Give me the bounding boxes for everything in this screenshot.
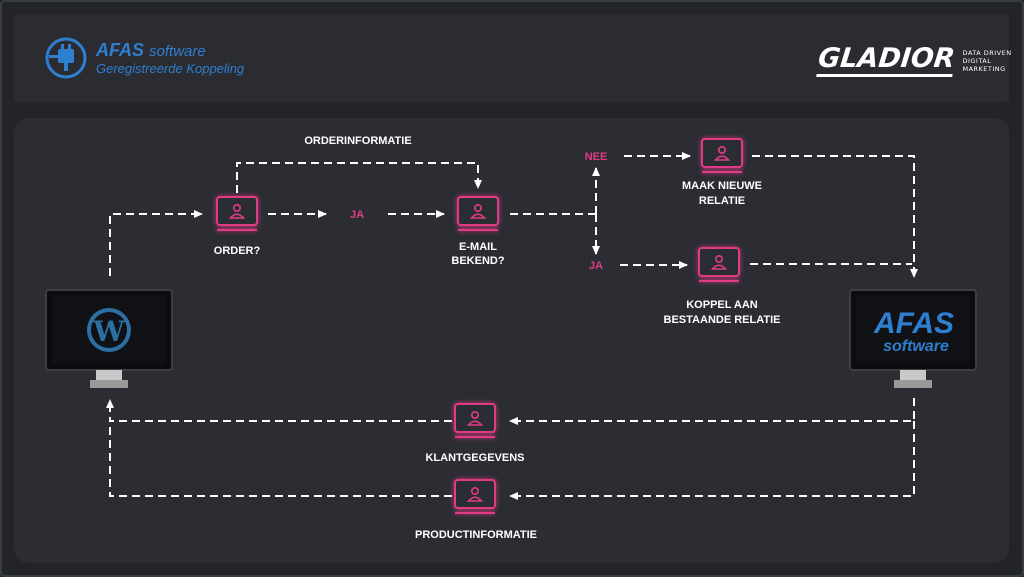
arrow-klant-to-wp bbox=[106, 399, 452, 422]
arrow-product-to-wp bbox=[109, 421, 452, 497]
email-node-icon bbox=[457, 196, 499, 231]
svg-text:W: W bbox=[92, 315, 125, 348]
arrow-afas-to-product bbox=[509, 421, 915, 500]
diagram-panel bbox=[14, 118, 1009, 563]
afas-brand: AFAS software bbox=[96, 40, 206, 60]
label-orderinformatie: ORDERINFORMATIE bbox=[304, 135, 411, 147]
arrow-maak-to-afas bbox=[752, 155, 918, 278]
arrow-afas-to-klant bbox=[509, 398, 915, 425]
afas-monitor: AFAS software bbox=[849, 289, 977, 388]
header-bar bbox=[14, 14, 1009, 102]
label-email-2: BEKEND? bbox=[451, 255, 504, 267]
label-email-1: E-MAIL bbox=[459, 241, 497, 253]
label-maak-1: MAAK NIEUWE bbox=[682, 180, 762, 192]
arrow-wp-to-order bbox=[109, 210, 203, 276]
label-maak-2: RELATIE bbox=[699, 195, 745, 207]
label-koppel-1: KOPPEL AAN bbox=[686, 299, 758, 311]
afas-subtitle: Geregistreerde Koppeling bbox=[96, 61, 245, 76]
label-productinformatie: PRODUCTINFORMATIE bbox=[415, 529, 537, 541]
afas-screen-brand: AFAS bbox=[873, 307, 954, 340]
label-order: ORDER? bbox=[214, 245, 261, 257]
wordpress-monitor: W bbox=[45, 289, 173, 388]
label-ja-2: JA bbox=[589, 260, 603, 272]
afas-logo: AFAS software Geregistreerde Koppeling bbox=[44, 36, 244, 80]
klantgegevens-node-icon bbox=[454, 403, 496, 438]
order-node-icon bbox=[216, 196, 258, 231]
arrow-orderinfo bbox=[236, 162, 482, 193]
afas-screen-software: software bbox=[883, 338, 949, 355]
plug-icon bbox=[45, 37, 87, 79]
label-nee: NEE bbox=[585, 151, 608, 163]
wordpress-icon: W bbox=[87, 308, 131, 352]
koppel-relatie-node-icon bbox=[698, 247, 740, 282]
label-koppel-2: BESTAANDE RELATIE bbox=[664, 314, 781, 326]
productinformatie-node-icon bbox=[454, 479, 496, 514]
gladior-tagline: DATA DRIVEN DIGITAL MARKETING bbox=[962, 48, 1012, 73]
gladior-logo: GLADIOR DATA DRIVEN DIGITAL MARKETING bbox=[816, 43, 1012, 77]
label-ja-1: JA bbox=[350, 209, 364, 221]
label-klantgegevens: KLANTGEGEVENS bbox=[425, 452, 524, 464]
maak-relatie-node-icon bbox=[701, 138, 743, 173]
